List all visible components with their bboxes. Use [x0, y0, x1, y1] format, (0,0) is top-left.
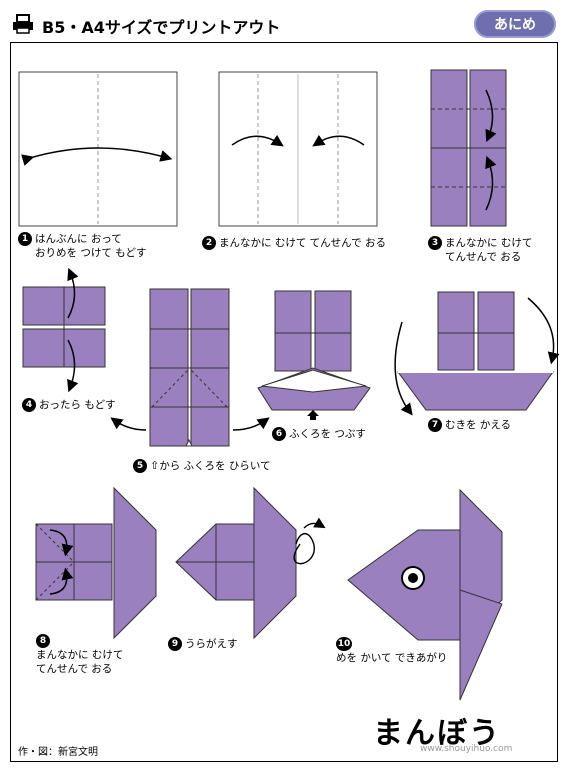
header: B5・A4サイズでプリントアウト あにめ	[10, 8, 558, 42]
step8-caption: 8 まんなかに むけて てんせんで おる	[36, 634, 124, 675]
printer-icon[interactable]	[12, 14, 34, 34]
step4-figure	[22, 267, 106, 393]
step5-caption: 5⇧から ふくろを ひらいて	[133, 459, 271, 473]
step10-caption: 10 めを かいて できあがり	[336, 637, 448, 664]
diagram-frame	[10, 42, 558, 762]
step5-figure	[110, 288, 270, 447]
watermark: www.shouyihuo.com	[420, 744, 513, 754]
step8-figure	[35, 486, 157, 640]
step3-figure	[430, 69, 507, 227]
up-arrow-icon: ⇧	[150, 459, 160, 472]
step9-figure	[175, 486, 326, 640]
step1-figure	[18, 71, 178, 227]
category-badge[interactable]: あにめ	[474, 10, 556, 38]
result-title: まんぼう	[373, 716, 501, 751]
page-title: B5・A4サイズでプリントアウト	[42, 18, 281, 37]
credit: 作・図：新宮文明	[18, 747, 98, 758]
step7-figure	[394, 291, 560, 416]
step6-figure	[257, 290, 371, 420]
step-number: 1	[18, 232, 32, 246]
step2-figure	[218, 71, 378, 227]
step10-figure	[347, 488, 503, 701]
